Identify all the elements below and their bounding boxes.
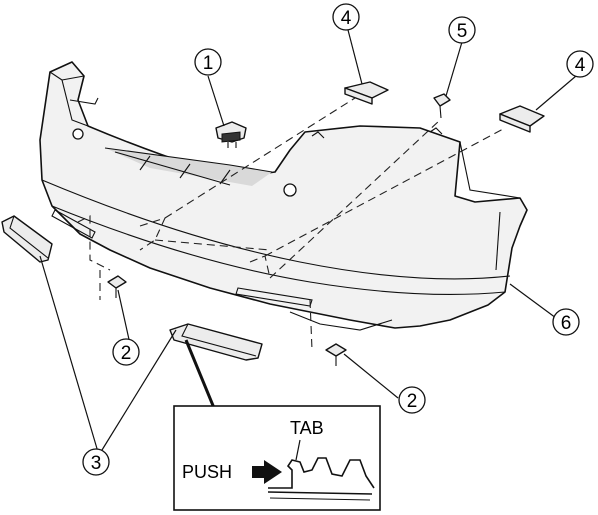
- reflector-part-3-right: [169, 323, 263, 361]
- callout-label: 2: [121, 343, 132, 364]
- tab-base-lower: [269, 497, 371, 501]
- screw-part-5: [433, 93, 451, 119]
- fastener-part-1: [215, 121, 247, 148]
- callout-label: 4: [575, 55, 586, 76]
- callout-2b: 2: [398, 386, 426, 414]
- leader-lines: [39, 29, 577, 453]
- callout-label: 6: [561, 313, 572, 334]
- callout-4b: 4: [566, 50, 594, 78]
- callout-label: 5: [457, 21, 468, 42]
- leader-3b: [101, 329, 177, 451]
- clip-part-4-left: [344, 81, 389, 105]
- leader-4a: [347, 29, 363, 85]
- leader-6: [509, 283, 557, 319]
- tab-profile: [268, 457, 375, 489]
- screw-part-2-left: [107, 275, 127, 298]
- leader-3a: [39, 255, 99, 453]
- callout-label: 3: [91, 453, 102, 474]
- callout-label: 1: [203, 53, 214, 74]
- callout-1: 1: [194, 48, 222, 76]
- push-arrow-icon: [252, 460, 282, 484]
- leader-5: [445, 41, 463, 97]
- assembly-dashed-lines: [77, 97, 506, 351]
- leader-4b: [535, 75, 577, 111]
- inset-detail: TAB PUSH: [173, 405, 381, 511]
- leader-2a: [117, 289, 131, 345]
- tab-label: TAB: [290, 418, 324, 438]
- tab-leader: [295, 439, 301, 461]
- rear-bumper: [39, 61, 528, 331]
- screw-part-2-right: [325, 343, 347, 366]
- clip-part-4-right: [499, 105, 545, 133]
- callout-6: 6: [552, 308, 580, 336]
- push-label: PUSH: [182, 462, 232, 482]
- callout-label: 4: [341, 8, 352, 29]
- reflector-part-3-left: [1, 215, 53, 263]
- callout-4a: 4: [332, 3, 360, 31]
- callout-3: 3: [82, 448, 110, 476]
- callout-2a: 2: [112, 338, 140, 366]
- inset-frame: [173, 405, 381, 511]
- leader-2b: [343, 353, 399, 399]
- inset-pointer: [184, 339, 216, 409]
- callout-5: 5: [448, 16, 476, 44]
- tab-base: [267, 491, 373, 495]
- callout-label: 2: [407, 391, 418, 412]
- leader-1: [207, 75, 225, 127]
